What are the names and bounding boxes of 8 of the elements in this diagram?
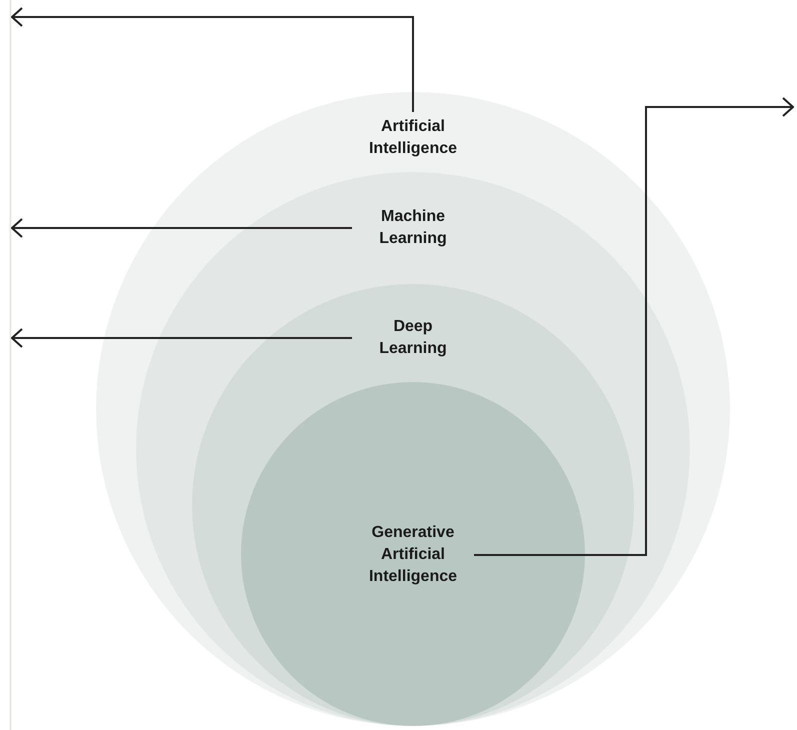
circle-label: Machine Learning — [378, 207, 448, 249]
arrow — [474, 97, 794, 556]
circle-label: Deep Learning — [378, 317, 448, 359]
circle-label: Artificial Intelligence — [368, 117, 458, 159]
arrow — [11, 328, 352, 348]
arrow — [11, 7, 414, 112]
arrow — [11, 218, 352, 238]
circle-label: Generative Artificial Intelligence — [368, 523, 458, 587]
